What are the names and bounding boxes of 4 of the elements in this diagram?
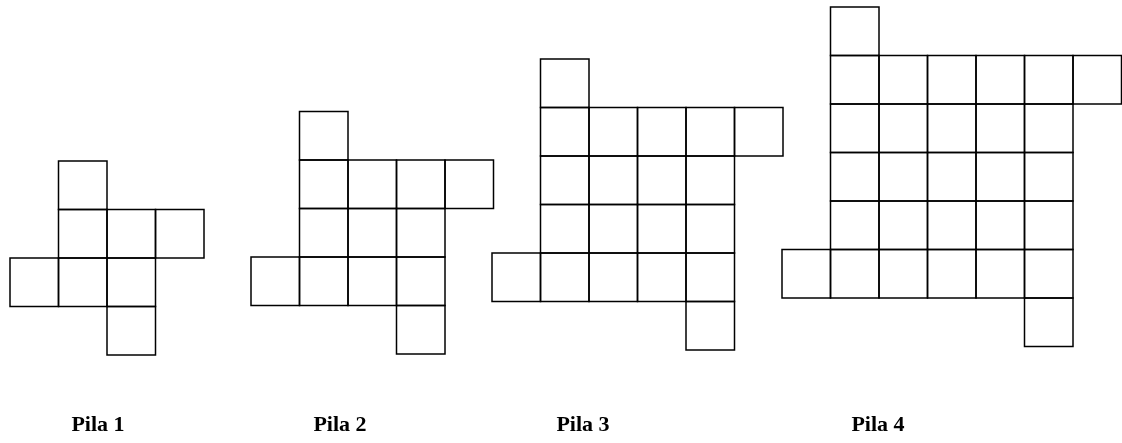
figure-label: Pila 2: [313, 411, 367, 437]
figure-label: Pila 1: [71, 411, 125, 437]
figure-label: Pila 3: [556, 411, 610, 437]
figure-label: Pila 4: [851, 411, 905, 437]
